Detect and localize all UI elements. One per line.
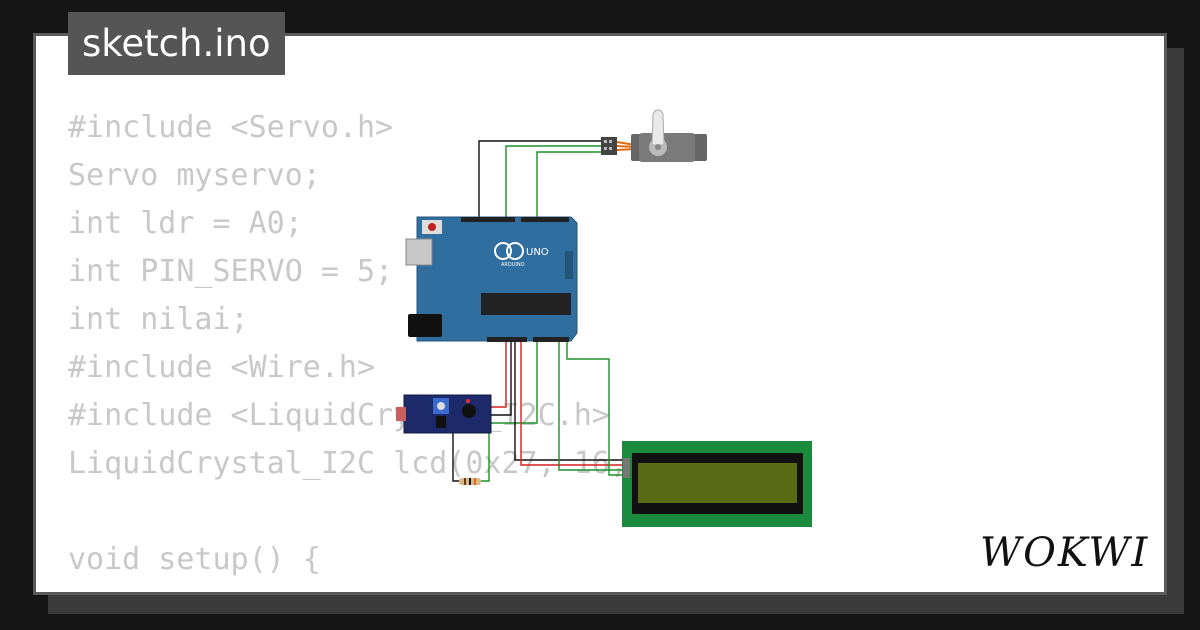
code-line-11: Serial.begin(9600); <box>68 584 700 592</box>
code-line-5: int nilai; <box>68 302 249 337</box>
wire-servo-gnd <box>478 140 601 218</box>
preview-card: #include <Servo.h> Servo myservo; int ldr … <box>33 33 1167 595</box>
wire-servo-vcc <box>505 145 601 218</box>
code-listing: #include <Servo.h> Servo myservo; int ldr … <box>68 104 701 592</box>
code-line-1: #include <Servo.h> <box>68 110 394 145</box>
board-model: UNO <box>526 247 549 258</box>
lcd-display <box>622 441 812 527</box>
servo-motor <box>601 109 707 162</box>
file-tab-title: sketch.ino <box>68 12 285 75</box>
code-line-4: int PIN_SERVO = 5; <box>68 254 394 289</box>
wokwi-logo-text: WOKWI <box>980 530 1149 576</box>
wire-ldr-gnd <box>491 338 512 416</box>
wire-ldr-ao <box>491 338 538 424</box>
wire-lcd-vcc <box>520 338 625 466</box>
wokwi-logo-icon: WOKWI <box>980 530 1149 576</box>
circuit-diagram: UNO ARDUINO <box>396 109 812 527</box>
board-brand: ARDUINO <box>501 262 525 268</box>
wire-lcd-sda <box>558 338 625 471</box>
wire-resistor-2 <box>481 433 490 482</box>
code-line-10: void setup() { <box>68 542 321 577</box>
wire-resistor <box>452 433 463 482</box>
code-line-2: Servo myservo; <box>68 158 321 193</box>
wire-servo-signal <box>536 151 601 218</box>
ldr-sensor-module <box>396 394 492 434</box>
wire-lcd-gnd <box>514 338 625 461</box>
code-line-8: LiquidCrystal_I2C lcd(0x27, 16, 2); <box>68 446 701 481</box>
arduino-uno-board: UNO ARDUINO <box>405 216 578 342</box>
wires <box>452 140 625 482</box>
wire-ldr-vcc <box>491 338 507 408</box>
resistor <box>459 478 481 485</box>
code-line-6: #include <Wire.h> <box>68 350 376 385</box>
wire-lcd-scl <box>566 338 625 476</box>
code-line-3: int ldr = A0; <box>68 206 303 241</box>
